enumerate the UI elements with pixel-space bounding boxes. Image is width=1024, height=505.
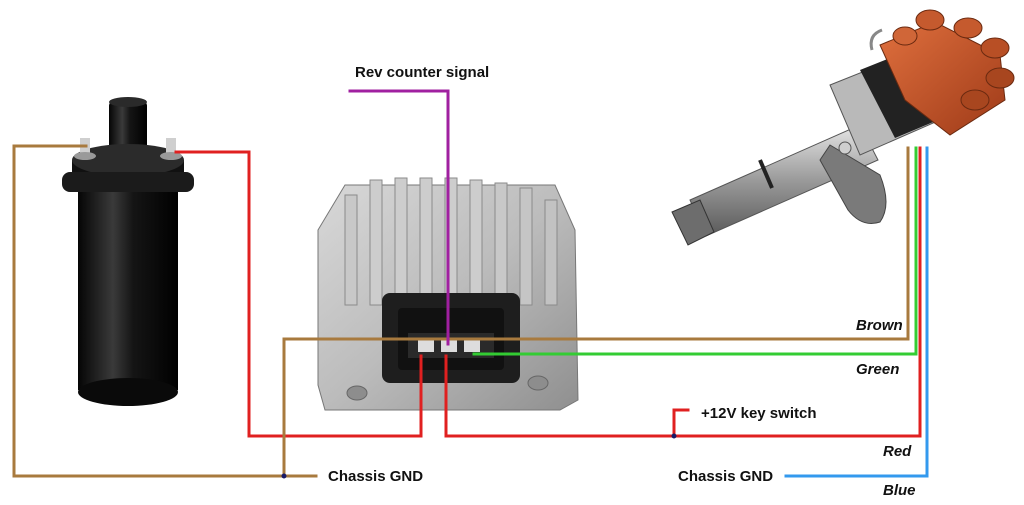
brown-wire-coil-ground: [12, 144, 318, 478]
label-red: Red: [883, 443, 912, 460]
label-key-switch: +12V key switch: [701, 405, 817, 422]
purple-wire-rev-counter: [348, 89, 450, 346]
label-green: Green: [856, 361, 899, 378]
label-rev-counter: Rev counter signal: [355, 64, 489, 81]
label-chassis-gnd-right: Chassis GND: [678, 468, 773, 485]
label-chassis-gnd-left: Chassis GND: [328, 468, 423, 485]
junction-node-gnd: [281, 473, 287, 479]
label-brown: Brown: [856, 317, 903, 334]
junction-node-key: [671, 433, 677, 439]
red-wire-coil-module: [174, 150, 423, 438]
blue-wire: [784, 146, 929, 478]
brown-wire-module: [282, 146, 910, 478]
distributor: [671, 9, 1015, 246]
green-wire: [472, 146, 918, 356]
red-wire-main: [444, 146, 922, 438]
ignition-coil: [62, 97, 194, 406]
red-wire-key-switch: [672, 408, 690, 438]
label-blue: Blue: [883, 482, 916, 499]
